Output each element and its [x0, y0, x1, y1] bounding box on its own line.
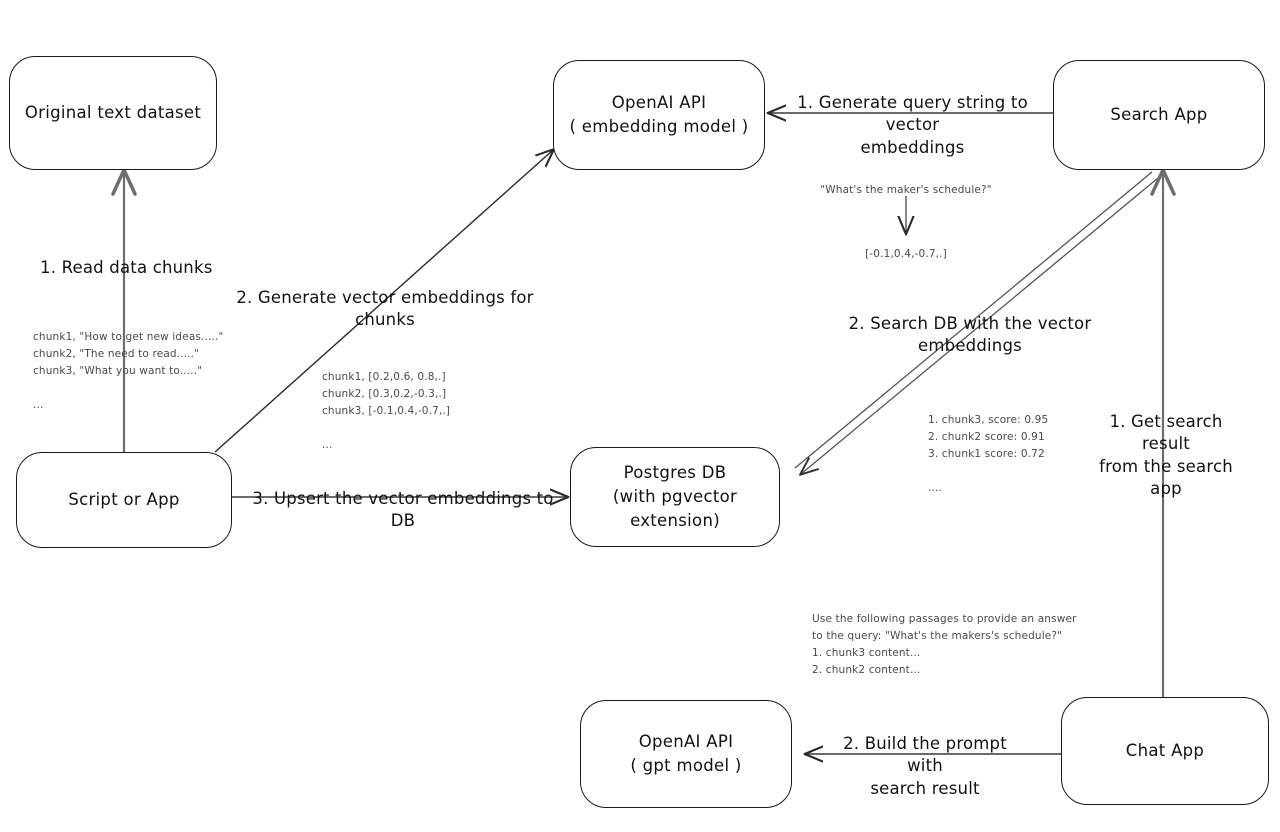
node-openai-api-embedding[interactable]: OpenAI API ( embedding model ) — [553, 60, 765, 170]
edge-label-generate-query-string: 1. Generate query string to vector embed… — [797, 93, 1028, 157]
edge-label-get-search-result: 1. Get search result from the search app — [1099, 412, 1233, 498]
note-query-vector: [-0.1,0.4,-0.7,.] — [865, 248, 947, 260]
note-search-results: 1. chunk3, score: 0.95 2. chunk2 score: … — [928, 414, 1049, 494]
node-openai-api-gpt[interactable]: OpenAI API ( gpt model ) — [580, 700, 792, 808]
node-sublabel: ( embedding model ) — [569, 117, 749, 136]
node-sublabel: (with pgvector extension) — [612, 487, 738, 530]
node-sublabel: ( gpt model ) — [630, 756, 742, 775]
node-postgres-db[interactable]: Postgres DB (with pgvector extension) — [570, 447, 780, 547]
node-label: Search App — [1110, 105, 1208, 125]
edge-label-build-prompt: 2. Build the prompt with search result — [843, 734, 1007, 798]
edge-label-search-db: 2. Search DB with the vector embeddings — [848, 314, 1092, 356]
node-label: OpenAI API — [638, 732, 734, 752]
note-raw-chunks: chunk1, "How to get new ideas....." chun… — [33, 331, 224, 411]
edge-label-upsert-to-db: 3. Upsert the vector embeddings to DB — [252, 489, 554, 531]
edge-label-generate-embeddings: 2. Generate vector embeddings for chunks — [236, 288, 534, 330]
node-search-app[interactable]: Search App — [1053, 60, 1265, 170]
note-query-string: "What's the maker's schedule?" — [820, 184, 992, 196]
node-label: Chat App — [1125, 741, 1205, 761]
node-label: OpenAI API — [611, 93, 707, 113]
node-label: Original text dataset — [24, 103, 202, 123]
node-original-text-dataset[interactable]: Original text dataset — [9, 56, 217, 170]
node-label: Postgres DB — [623, 463, 727, 483]
edge-label-read-data-chunks: 1. Read data chunks — [40, 258, 213, 277]
node-script-or-app[interactable]: Script or App — [16, 452, 232, 548]
note-chunk-vectors: chunk1, [0.2,0.6, 0.8,.] chunk2, [0.3,0.… — [322, 371, 451, 451]
node-label: Script or App — [68, 490, 180, 510]
node-chat-app[interactable]: Chat App — [1061, 697, 1269, 805]
note-prompt-text: Use the following passages to provide an… — [812, 613, 1077, 676]
